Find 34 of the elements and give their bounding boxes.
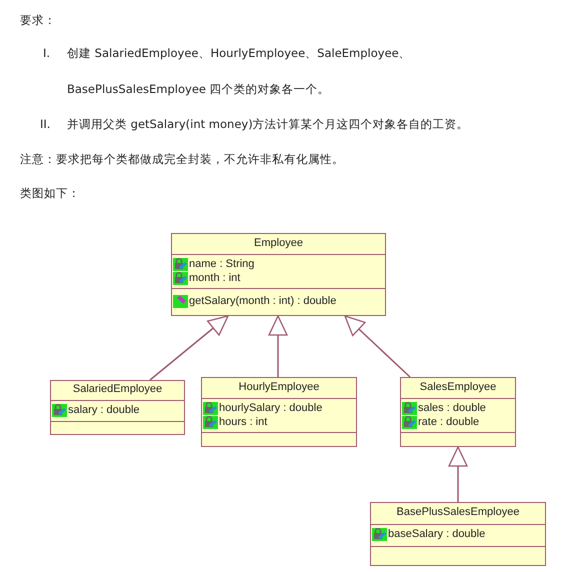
list-marker: I. — [43, 46, 50, 60]
inheritance-arrow — [268, 315, 288, 377]
attribute-text: hourlySalary : double — [219, 402, 322, 414]
class-name: HourlyEmployee — [238, 380, 320, 395]
attribute-text: salary : double — [68, 404, 140, 416]
class-box — [370, 502, 546, 566]
class-name: Employee — [253, 236, 304, 251]
class-name: SalesEmployee — [418, 380, 498, 395]
attribute-compartment — [202, 398, 356, 432]
class-box — [171, 233, 386, 316]
method-text: getSalary(month : int) : double — [189, 295, 336, 307]
note-text: 创建 SalariedEmployee、HourlyEmployee、SaleEmployee、 — [67, 46, 411, 61]
inheritance-arrow — [448, 446, 468, 502]
class-name: BasePlusSalesEmployee — [396, 505, 520, 520]
attribute-text: baseSalary : double — [388, 528, 486, 540]
class-box — [201, 377, 357, 447]
class-box — [400, 377, 516, 447]
class-name: SalariedEmployee — [72, 382, 164, 397]
note-text: 并调用父类 getSalary(int money)方法计算某个月这四个对象各自的工资。 — [67, 117, 469, 132]
attribute-text: sales : double — [418, 402, 486, 414]
inheritance-arrow — [344, 315, 411, 378]
note-text: 类图如下： — [20, 186, 80, 201]
attribute-compartment — [172, 254, 385, 288]
inheritance-arrow — [150, 315, 229, 381]
attribute-text: rate : double — [418, 416, 480, 428]
class-box — [50, 380, 185, 435]
attribute-text: month : int — [189, 272, 240, 284]
list-marker: II. — [40, 117, 50, 131]
attribute-text: name : String — [189, 258, 254, 270]
note-text: BasePlusSalesEmployee 四个类的对象各一个。 — [67, 82, 330, 97]
note-text: 注意：要求把每个类都做成完全封装，不允许非私有化属性。 — [20, 152, 344, 167]
note-text: 要求： — [20, 13, 56, 28]
attribute-compartment — [401, 398, 515, 432]
attribute-text: hours : int — [219, 416, 268, 428]
